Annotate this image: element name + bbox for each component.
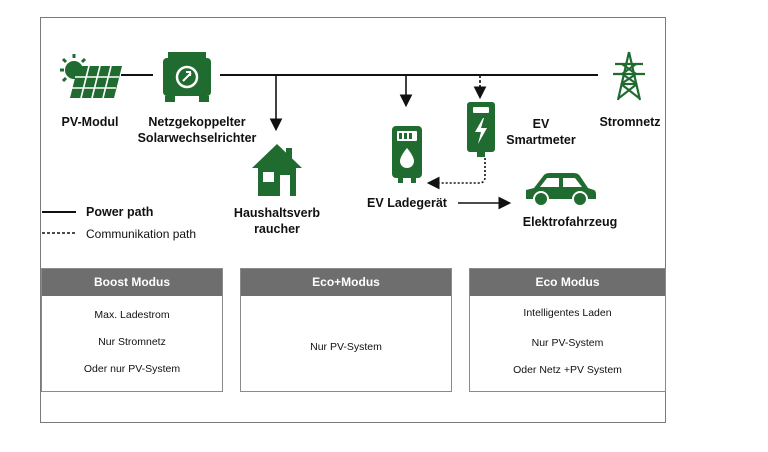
mode-title: Eco Modus bbox=[470, 269, 665, 296]
ev-charger-label: EV Ladegerät bbox=[367, 196, 447, 210]
mode-title: Boost Modus bbox=[42, 269, 222, 296]
ev-charger-icon bbox=[390, 124, 424, 189]
comm-line-meter-charger bbox=[426, 158, 486, 190]
mode-box-eco-plus: Eco+Modus Nur PV-System bbox=[240, 268, 452, 392]
mode-item: Nur PV-System bbox=[531, 337, 604, 349]
ev-label: Elektrofahrzeug bbox=[522, 215, 618, 229]
mode-box-boost: Boost Modus Max. Ladestrom Nur Stromnetz… bbox=[41, 268, 223, 392]
inverter-label-line2: Solarwechselrichter bbox=[137, 131, 257, 145]
mode-item: Max. Ladestrom bbox=[94, 309, 170, 321]
power-tower-icon bbox=[610, 50, 648, 107]
diagram-frame bbox=[40, 17, 666, 423]
mode-item: Nur PV-System bbox=[310, 341, 382, 353]
legend-comm-label: Communikation path bbox=[86, 227, 197, 241]
inverter-label: Netzgekoppelter Solarwechselrichter bbox=[124, 114, 270, 146]
inverter-label-line1: Netzgekoppelter bbox=[148, 115, 246, 129]
household-label-line1: Haushaltsverb bbox=[233, 206, 321, 220]
smartmeter-label-line2: Smartmeter bbox=[506, 133, 576, 147]
mode-item: Intelligentes Laden bbox=[523, 307, 612, 319]
smartmeter-label: EV Smartmeter bbox=[496, 116, 586, 148]
grid-label: Stromnetz bbox=[599, 115, 661, 129]
legend-power-label: Power path bbox=[86, 205, 154, 219]
mode-item: Oder nur PV-System bbox=[83, 363, 181, 375]
household-label: Haushaltsverb raucher bbox=[222, 205, 332, 237]
house-icon bbox=[250, 142, 304, 203]
mode-box-eco: Eco Modus Intelligentes Laden Nur PV-Sys… bbox=[469, 268, 666, 392]
smartmeter-label-line1: EV bbox=[532, 117, 550, 131]
inverter-icon bbox=[159, 50, 215, 111]
mode-item: Nur Stromnetz bbox=[98, 336, 166, 348]
solar-panel-icon bbox=[56, 52, 124, 107]
mode-title: Eco+Modus bbox=[241, 269, 451, 296]
household-label-line2: raucher bbox=[254, 222, 300, 236]
smartmeter-icon bbox=[465, 100, 497, 163]
mode-item: Oder Netz +PV System bbox=[513, 364, 622, 376]
car-icon bbox=[522, 170, 598, 213]
pv-module-label: PV-Modul bbox=[61, 115, 119, 129]
